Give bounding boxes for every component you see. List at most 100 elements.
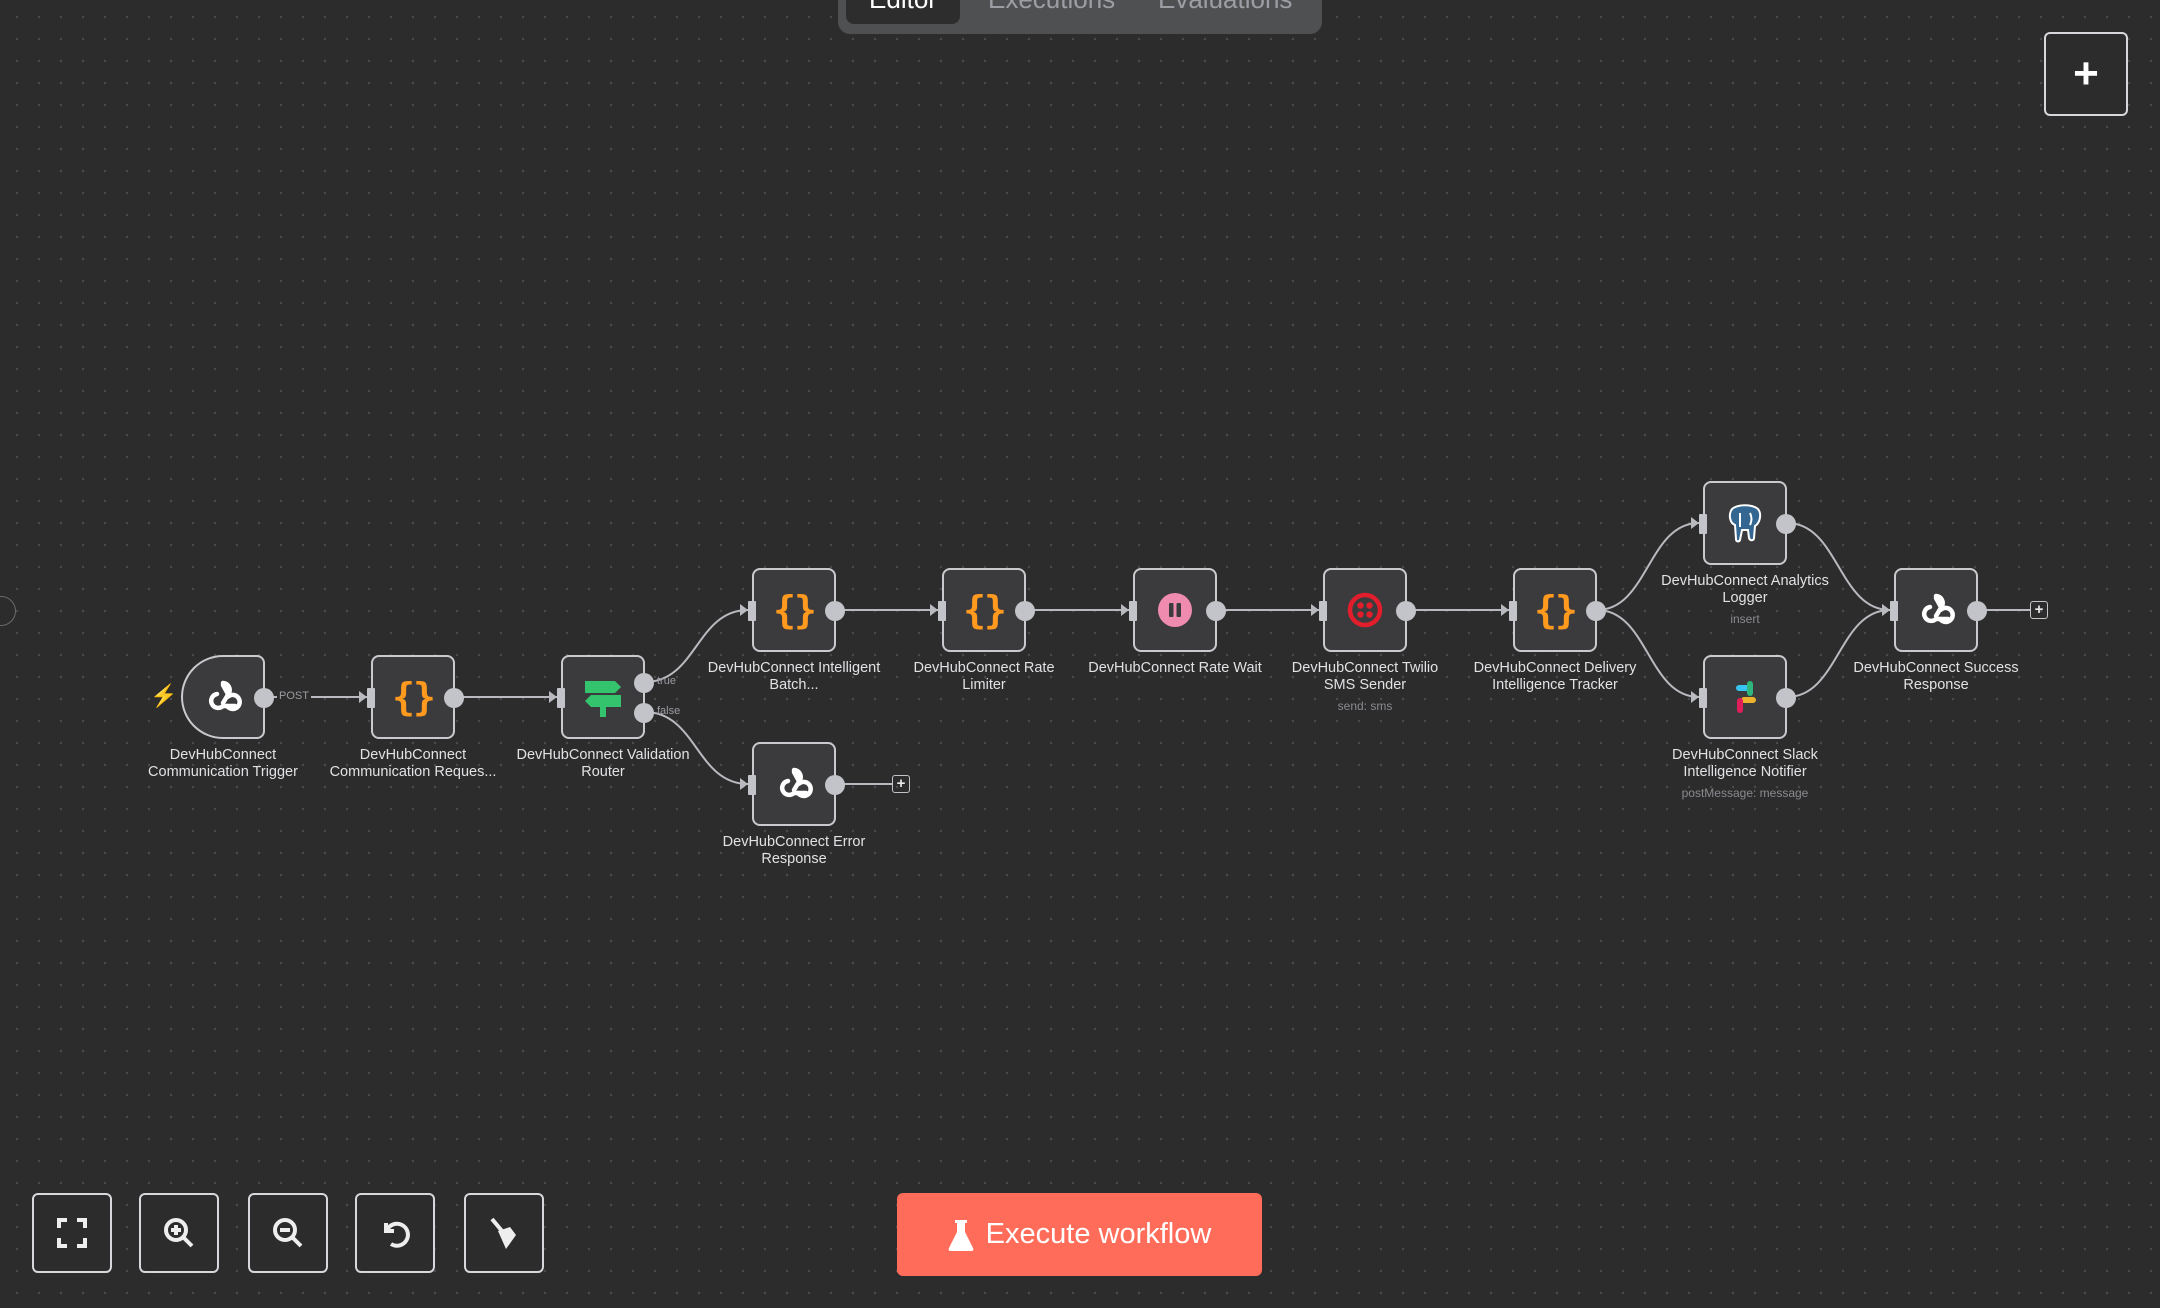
node-label: DevHubConnect Rate Limiter: [894, 660, 1074, 694]
node-title: DevHubConnect Intelligent Batch...: [707, 660, 881, 693]
input-handle[interactable]: [1890, 601, 1898, 621]
output-handle[interactable]: [444, 688, 464, 708]
output-handle[interactable]: [1206, 601, 1226, 621]
node-label: DevHubConnect Success Response: [1846, 660, 2026, 694]
arrowhead: [359, 691, 367, 703]
sidebar-collapse-handle[interactable]: [0, 596, 16, 626]
input-handle[interactable]: [748, 775, 756, 795]
add-node-button[interactable]: +: [2044, 32, 2128, 116]
undo-icon: [384, 1221, 410, 1248]
node-batch[interactable]: {}: [748, 568, 845, 652]
output-handle[interactable]: [1586, 601, 1606, 621]
code-braces-icon: {}: [963, 588, 1007, 632]
arrowhead: [549, 691, 557, 703]
node-error[interactable]: [748, 742, 845, 826]
edge-label-POST: POST: [277, 690, 311, 702]
arrowhead: [930, 604, 938, 616]
input-handle[interactable]: [1319, 601, 1327, 621]
node-label: DevHubConnect Intelligent Batch...: [704, 660, 884, 694]
flask-icon: [948, 1219, 974, 1251]
slack-icon: [1720, 672, 1770, 722]
node-trigger[interactable]: [181, 655, 274, 739]
output-handle[interactable]: [1396, 601, 1416, 621]
node-label: DevHubConnect Error Response: [704, 834, 884, 868]
zoom-out-icon: [273, 1218, 303, 1248]
node-title: DevHubConnect Delivery Intelligence Trac…: [1473, 660, 1637, 693]
node-limiter[interactable]: {}: [938, 568, 1035, 652]
code-braces-icon: {}: [1534, 588, 1578, 632]
broom-icon: [490, 1217, 516, 1249]
arrowhead: [1691, 691, 1699, 703]
add-next-node-button[interactable]: +: [892, 775, 910, 793]
node-title: DevHubConnect Error Response: [722, 834, 866, 867]
input-handle[interactable]: [367, 688, 375, 708]
twilio-icon: [1340, 585, 1390, 635]
webhook-icon: [769, 759, 819, 809]
node-title: DevHubConnect Communication Reques...: [329, 747, 497, 780]
node-label: DevHubConnect Communication Trigger: [133, 747, 313, 781]
input-handle[interactable]: [557, 688, 565, 708]
output-handle[interactable]: [1776, 514, 1796, 534]
output-handle[interactable]: [1967, 601, 1987, 621]
output-handle[interactable]: [825, 601, 845, 621]
arrowhead: [1501, 604, 1509, 616]
node-title: DevHubConnect Rate Wait: [1088, 660, 1262, 676]
input-handle[interactable]: [1699, 688, 1707, 708]
arrowhead: [740, 778, 748, 790]
zoom-out-button[interactable]: [248, 1193, 328, 1273]
arrowhead: [1121, 604, 1129, 616]
node-router[interactable]: [557, 655, 654, 739]
input-handle[interactable]: [1699, 514, 1707, 534]
output-handle[interactable]: [254, 688, 274, 708]
node-subtitle: send: sms: [1337, 699, 1393, 713]
execute-workflow-label: Execute workflow: [985, 1218, 1212, 1250]
node-wait[interactable]: [1129, 568, 1226, 652]
node-tracker[interactable]: {}: [1509, 568, 1606, 652]
arrowhead: [1882, 604, 1890, 616]
node-twilio[interactable]: [1319, 568, 1416, 652]
code-braces-icon: {}: [392, 675, 436, 719]
input-handle[interactable]: [1509, 601, 1517, 621]
zoom-in-button[interactable]: [139, 1193, 219, 1273]
zoom-to-fit-button[interactable]: [32, 1193, 112, 1273]
node-request[interactable]: {}: [367, 655, 464, 739]
tab-editor[interactable]: Editor: [846, 0, 960, 24]
node-success[interactable]: [1890, 568, 1987, 652]
output-handle[interactable]: [634, 673, 654, 693]
output-handle[interactable]: [634, 703, 654, 723]
node-label: DevHubConnect Communication Reques...: [323, 747, 503, 781]
node-label: DevHubConnect Slack Intelligence Notifie…: [1655, 747, 1835, 802]
output-handle[interactable]: [825, 775, 845, 795]
input-handle[interactable]: [938, 601, 946, 621]
view-tabs: Editor Executions Evaluations: [838, 0, 1322, 34]
fullscreen-icon: [57, 1218, 87, 1248]
trigger-bolt-icon: ⚡: [150, 683, 178, 708]
postgres-icon: [1720, 498, 1770, 548]
node-label: DevHubConnect Delivery Intelligence Trac…: [1465, 660, 1645, 694]
tab-executions[interactable]: Executions: [988, 0, 1115, 24]
tidy-up-button[interactable]: [464, 1193, 544, 1273]
node-analytics[interactable]: [1699, 481, 1796, 565]
node-subtitle: postMessage: message: [1681, 786, 1809, 800]
tab-evaluations[interactable]: Evaluations: [1158, 0, 1292, 24]
input-handle[interactable]: [1129, 601, 1137, 621]
reset-zoom-button[interactable]: [355, 1193, 435, 1273]
edge-label-false: false: [657, 705, 681, 717]
execute-workflow-button[interactable]: Execute workflow: [897, 1193, 1262, 1276]
input-handle[interactable]: [748, 601, 756, 621]
signpost-icon: [578, 672, 628, 722]
node-slack[interactable]: [1699, 655, 1796, 739]
code-braces-icon: {}: [773, 588, 817, 632]
node-title: DevHubConnect Communication Trigger: [148, 747, 298, 780]
arrowhead: [1691, 517, 1699, 529]
node-title: DevHubConnect Rate Limiter: [913, 660, 1055, 693]
add-next-node-button[interactable]: +: [2030, 601, 2048, 619]
zoom-in-icon: [164, 1218, 194, 1248]
pause-icon: [1150, 585, 1200, 635]
output-handle[interactable]: [1776, 688, 1796, 708]
output-handle[interactable]: [1015, 601, 1035, 621]
node-subtitle: insert: [1730, 612, 1760, 626]
